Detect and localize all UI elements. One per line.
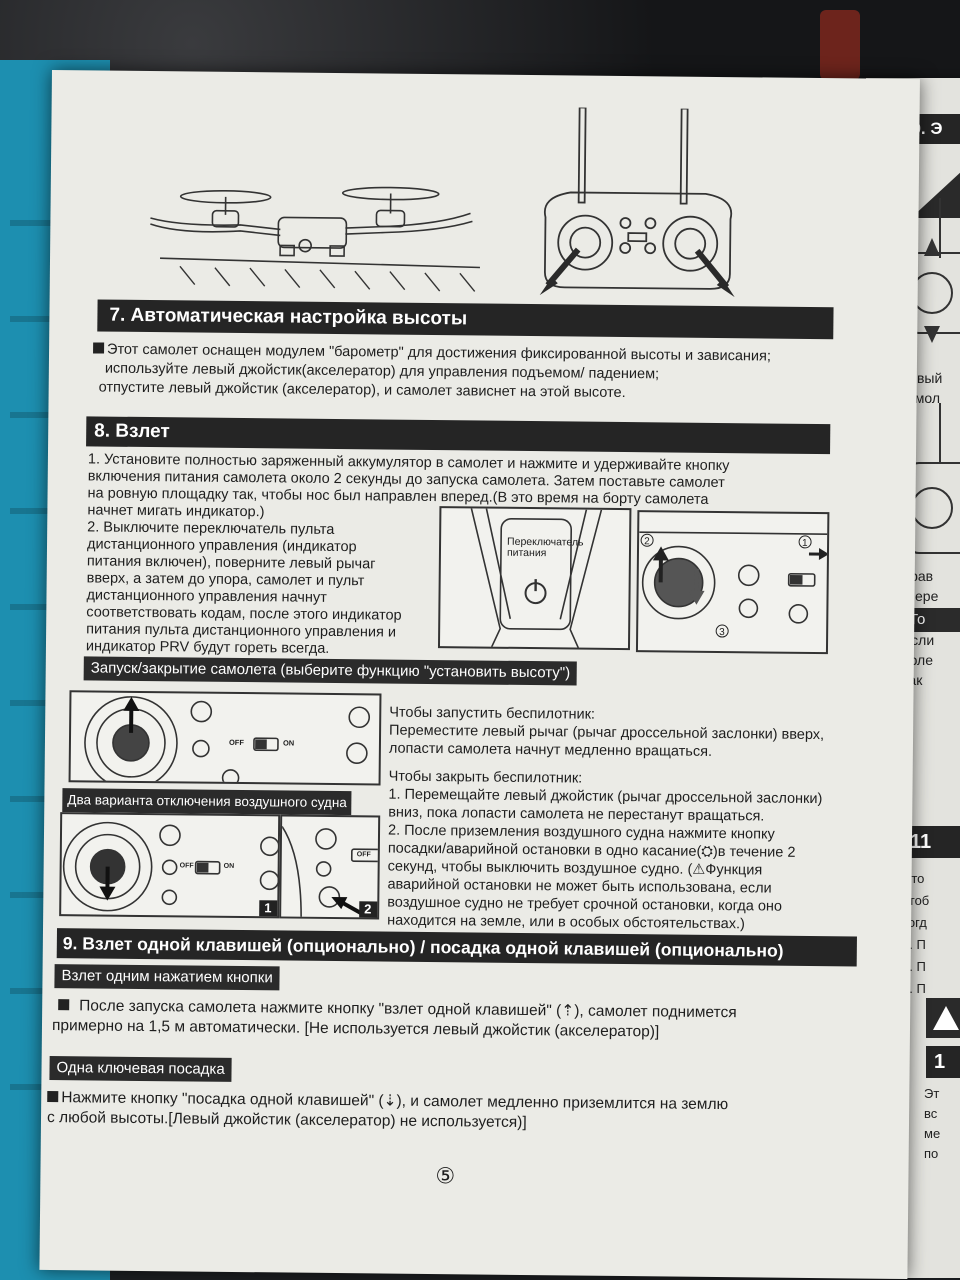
section-8-intro: 1. Установите полностью заряженный аккум… <box>87 451 730 521</box>
one-key-landing-subheader: Одна ключевая посадка <box>49 1056 232 1082</box>
power-switch-drawing <box>470 508 603 651</box>
one-key-takeoff-text: После запуска самолета нажмите кнопку "в… <box>51 997 737 1041</box>
on-label-1: ON <box>223 862 235 870</box>
off-label: OFF <box>228 737 245 748</box>
marker-3: 3 <box>719 627 725 638</box>
shutdown-2-drawing <box>281 826 381 920</box>
manual-page: 7. Автоматическая настройка высоты Этот … <box>39 70 920 1280</box>
drone-illustration <box>150 186 480 292</box>
next-page-section-12: 1 <box>926 1046 960 1078</box>
background-red-object <box>820 10 860 80</box>
marker-2: 2 <box>644 536 650 547</box>
shutdown-diagram-2: OFF 2 <box>279 814 381 920</box>
start-diagram: OFF ON <box>68 690 382 786</box>
one-key-landing-text: Нажмите кнопку "посадка одной клавишей" … <box>46 1089 729 1132</box>
section-7-header: 7. Автоматическая настройка высоты <box>97 299 834 340</box>
option-number-1: 1 <box>264 900 272 916</box>
one-key-takeoff-subheader: Взлет одним нажатием кнопки <box>54 964 280 991</box>
marker-1: 1 <box>802 538 808 549</box>
start-instructions: Чтобы запустить беспилотник: Переместите… <box>388 704 825 760</box>
section-8-header: 8. Взлет <box>86 416 831 455</box>
off-label-1: OFF <box>179 862 194 870</box>
shutdown-diagram-1: OFF ON 1 <box>59 812 281 919</box>
pairing-controller-drawing: 2 1 3 <box>639 531 830 638</box>
stop-instructions: Чтобы закрыть беспилотник: 1. Перемещайт… <box>387 768 823 933</box>
shutdown-options-label: Два варианта отключения воздушного судна <box>62 788 352 816</box>
on-label: ON <box>282 738 295 748</box>
section-8-step-2: 2. Выключите переключатель пульта дистан… <box>85 519 402 657</box>
pairing-controller-diagram: 2 1 3 <box>635 510 830 655</box>
section-9-header: 9. Взлет одной клавишей (опционально) / … <box>56 928 857 967</box>
warning-triangle-icon <box>911 172 960 218</box>
start-controller-drawing <box>84 696 371 786</box>
off-label-2: OFF <box>356 851 371 859</box>
warning-icon <box>926 998 960 1038</box>
page-number: ⑤ <box>435 1163 456 1189</box>
remote-controller-illustration <box>539 107 735 298</box>
power-switch-diagram: Переключатель питания <box>437 506 632 651</box>
launch-subheader: Запуск/закрытие самолета (выберите функц… <box>83 656 578 686</box>
section-7-text: Этот самолет оснащен модулем "барометр" … <box>93 340 771 404</box>
shutdown-1-drawing <box>62 821 280 919</box>
power-switch-label: Переключатель питания <box>506 535 584 560</box>
option-number-2: 2 <box>364 901 372 917</box>
